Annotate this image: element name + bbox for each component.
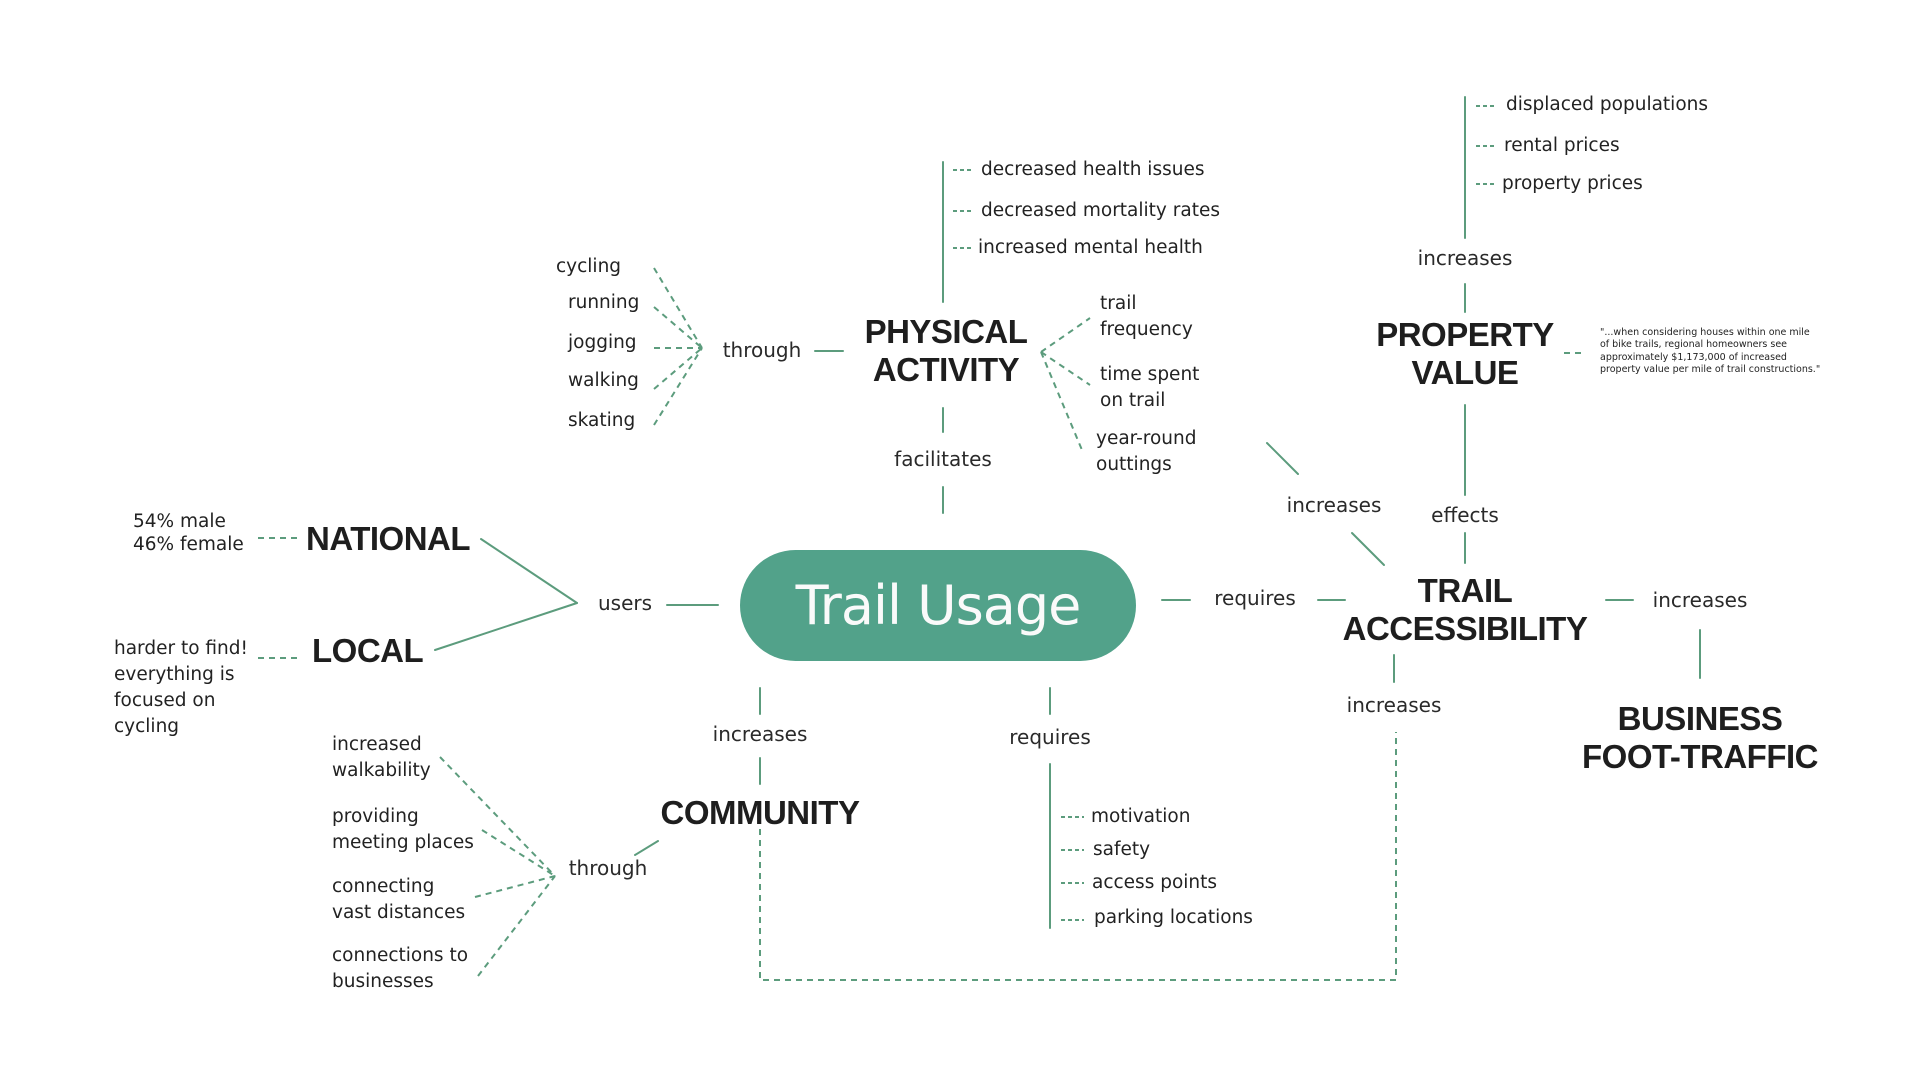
- property-effect-item: rental prices: [1504, 135, 1620, 156]
- connector-requires-ta: requires: [1214, 586, 1296, 610]
- edge-pa-increases: [1266, 442, 1299, 475]
- edge-community-through: [634, 840, 659, 856]
- activity-item: walking: [568, 370, 639, 391]
- connector-ta-increases-down: increases: [1346, 693, 1442, 717]
- pa-measure-item: trail frequency: [1100, 293, 1193, 340]
- connector-ta-increases-business: increases: [1652, 588, 1748, 612]
- node-physical-activity[interactable]: PHYSICAL ACTIVITY: [864, 313, 1028, 388]
- fan-measure-0: [1040, 317, 1091, 353]
- node-trail-accessibility[interactable]: TRAIL ACCESSIBILITY: [1342, 572, 1588, 647]
- health-outcome-item: decreased health issues: [981, 159, 1205, 180]
- connector-community-increases: increases: [712, 722, 808, 746]
- pa-measure-item: year-round outtings: [1096, 428, 1197, 475]
- fan-activity-0: [653, 267, 703, 349]
- activity-item: jogging: [568, 332, 637, 353]
- health-outcome-item: increased mental health: [978, 237, 1203, 258]
- activity-item: running: [568, 292, 640, 313]
- fan-community-3: [477, 875, 556, 977]
- fan-activity-3: [653, 347, 703, 390]
- health-outcome-item: decreased mortality rates: [981, 200, 1220, 221]
- property-value-quote: "...when considering houses within one m…: [1600, 327, 1821, 376]
- requirement-item: access points: [1092, 872, 1218, 893]
- node-community[interactable]: COMMUNITY: [660, 794, 860, 831]
- edge-increases-ta: [1351, 532, 1385, 566]
- community-means-item: providing meeting places: [332, 806, 474, 853]
- fan-activity-1: [653, 306, 703, 349]
- national-note: 54% male 46% female: [133, 511, 244, 556]
- edge-national-users: [480, 538, 578, 604]
- local-note: harder to find! everything is focused on…: [114, 638, 248, 737]
- fan-community-1: [481, 829, 556, 877]
- activity-item: skating: [568, 410, 636, 431]
- property-effect-item: property prices: [1502, 173, 1643, 194]
- community-means-item: increased walkability: [332, 734, 431, 781]
- fan-activity-4: [653, 347, 703, 426]
- central-node-trail-usage[interactable]: Trail Usage: [740, 550, 1136, 661]
- connector-pv-increases: increases: [1417, 246, 1513, 270]
- requirement-item: motivation: [1091, 806, 1191, 827]
- fan-community-2: [474, 875, 556, 898]
- community-means-item: connecting vast distances: [332, 876, 466, 923]
- node-property-value[interactable]: PROPERTY VALUE: [1376, 316, 1554, 391]
- connector-community-through: through: [568, 856, 648, 880]
- requirement-item: safety: [1093, 839, 1151, 860]
- fan-measure-1: [1040, 351, 1091, 386]
- central-node-label: Trail Usage: [795, 574, 1082, 637]
- requirement-item: parking locations: [1094, 907, 1253, 928]
- connector-pa-through: through: [722, 338, 802, 362]
- property-effect-item: displaced populations: [1506, 94, 1709, 115]
- connector-effects: effects: [1431, 503, 1499, 527]
- edge-loop-community-ta: [759, 732, 1397, 981]
- activity-item: cycling: [556, 256, 622, 277]
- connector-users: users: [597, 591, 653, 615]
- community-means-item: connections to businesses: [332, 945, 469, 992]
- fan-community-0: [439, 756, 556, 877]
- fan-measure-2: [1040, 351, 1083, 451]
- connector-requires-down: requires: [1009, 725, 1091, 749]
- connector-ta-increases-from-pa: increases: [1286, 493, 1382, 517]
- node-national[interactable]: NATIONAL: [306, 520, 471, 557]
- node-local[interactable]: LOCAL: [312, 632, 424, 669]
- pa-measure-item: time spent on trail: [1100, 364, 1200, 411]
- connector-facilitates: facilitates: [894, 447, 992, 471]
- node-business-foot-traffic[interactable]: BUSINESS FOOT-TRAFFIC: [1582, 700, 1818, 775]
- edge-local-users: [434, 602, 578, 651]
